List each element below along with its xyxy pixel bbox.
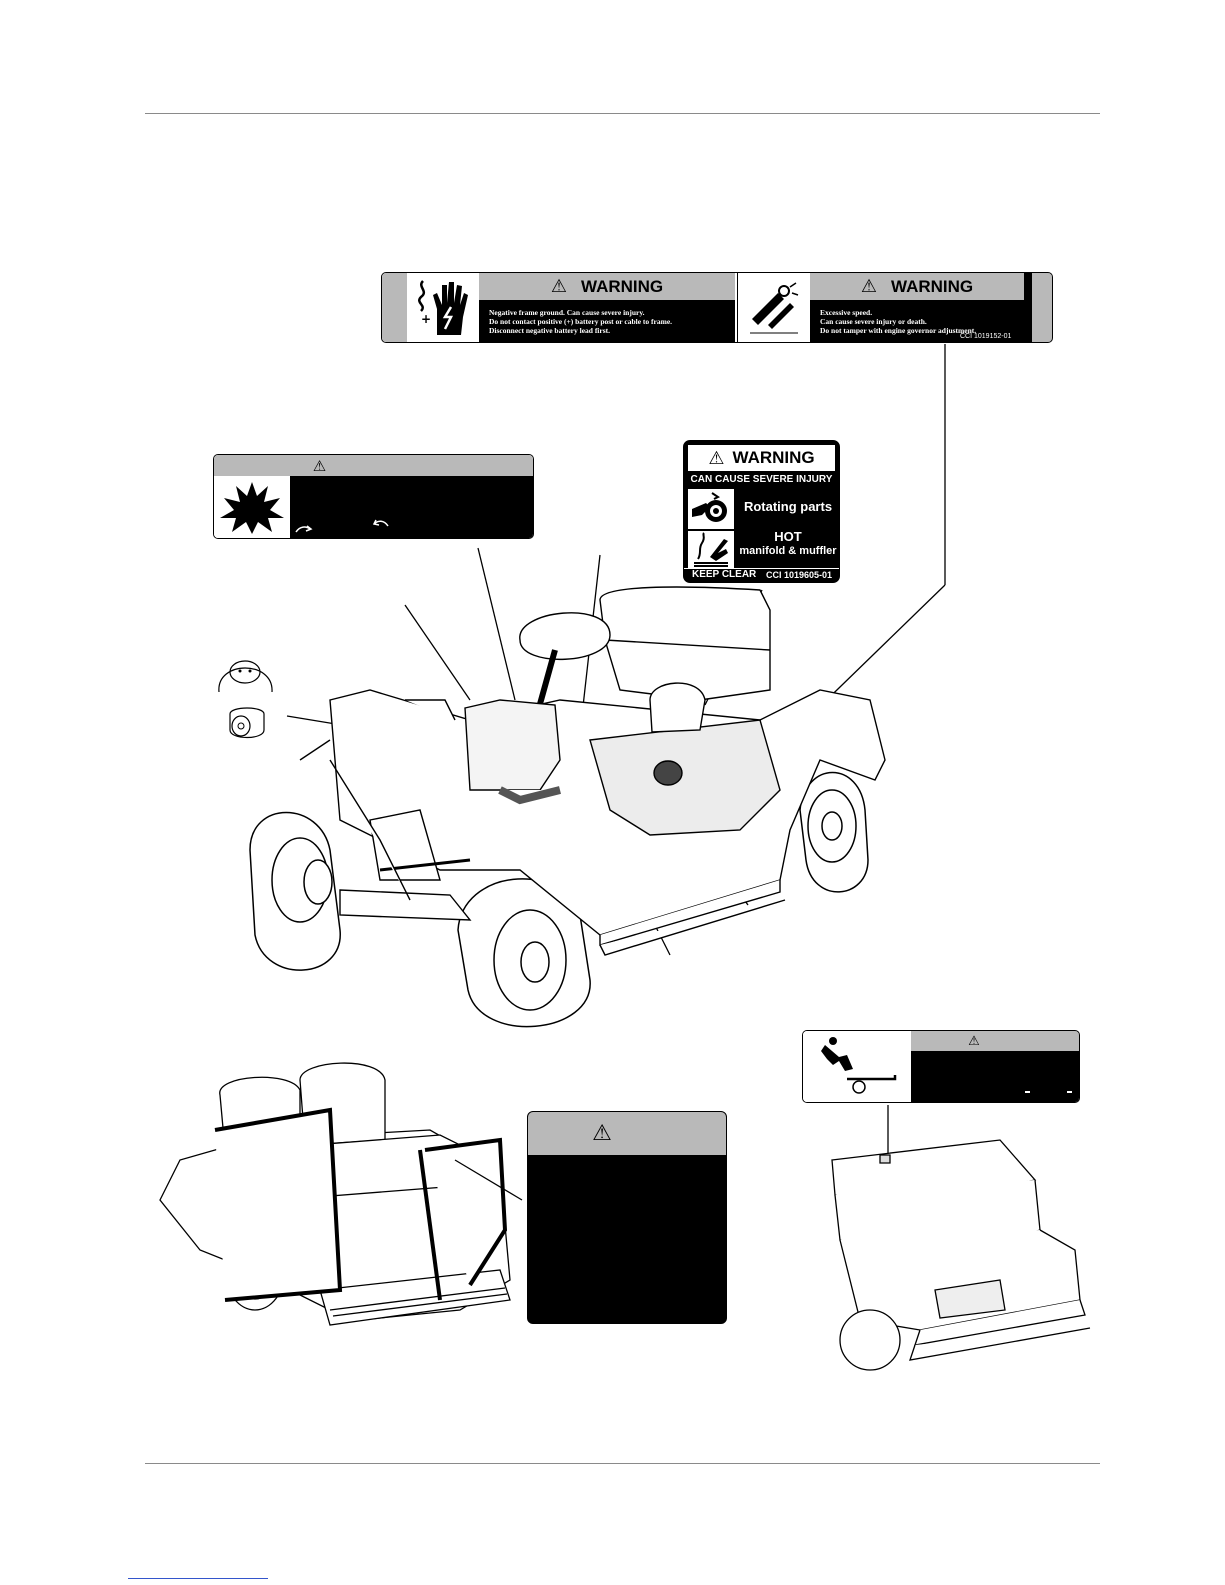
explosion-warning-label: ⚠: [213, 454, 534, 539]
engine-warning-label: ⚠ WARNING CAN CAUSE SEVERE INJURY Rotati…: [683, 440, 840, 583]
bottom-rule: [145, 1463, 1100, 1464]
keep-clear-text: KEEP CLEAR: [692, 569, 757, 580]
plug-icon: [224, 700, 274, 745]
rotating-parts-text: Rotating parts: [743, 499, 833, 514]
right-warning-code: CCI 1019152-01: [960, 333, 1012, 340]
seat-kit-warning-label: ⚠: [527, 1111, 727, 1324]
electric-shock-hand-icon: +: [407, 273, 479, 342]
warning-triangle-icon: ⚠: [860, 276, 877, 297]
right-warning-header: WARNING: [890, 276, 974, 296]
warning-triangle-icon: ⚠: [708, 447, 725, 469]
right-warning-line-2: Can cause severe injury or death.: [820, 317, 927, 326]
person-falling-icon: [803, 1031, 911, 1102]
battery-governor-warning-label: + ⚠ WARNING Negative frame ground. Can c…: [381, 272, 1053, 343]
left-warning-header: WARNING: [580, 276, 664, 296]
left-warning-line-1: Negative frame ground. Can cause severe …: [489, 308, 645, 317]
rotating-parts-hand-icon: [688, 489, 734, 529]
left-warning-line-3: Disconnect negative battery lead first.: [489, 326, 611, 335]
warning-triangle-icon: ⚠: [312, 456, 327, 475]
right-warning-line-3: Do not tamper with engine governor adjus…: [820, 326, 977, 335]
warning-triangle-icon: ⚠: [968, 1033, 980, 1049]
engine-warning-subheader: CAN CAUSE SEVERE INJURY: [690, 474, 833, 485]
svg-text:+: +: [421, 312, 431, 326]
footer-link-underline[interactable]: [128, 1578, 268, 1579]
hot-surface-hand-icon: [688, 531, 734, 569]
engine-warning-code: CCI 1019605-01: [766, 570, 833, 580]
warning-triangle-icon: ⚠: [592, 1121, 612, 1146]
manifold-muffler-text: manifold & muffler: [739, 545, 837, 557]
cap-icon: [216, 650, 276, 695]
right-warning-line-1: Excessive speed.: [820, 308, 873, 317]
cargo-fall-warning-label: ⚠: [802, 1030, 1080, 1103]
left-warning-line-2: Do not contact positive (+) battery post…: [489, 317, 673, 326]
warning-triangle-icon: ⚠: [550, 276, 567, 297]
hot-text: HOT: [774, 529, 802, 544]
governor-tamper-icon: [737, 273, 810, 342]
top-rule: [145, 113, 1100, 114]
engine-warning-header: WARNING: [732, 448, 815, 467]
explosion-icon: [214, 476, 290, 538]
